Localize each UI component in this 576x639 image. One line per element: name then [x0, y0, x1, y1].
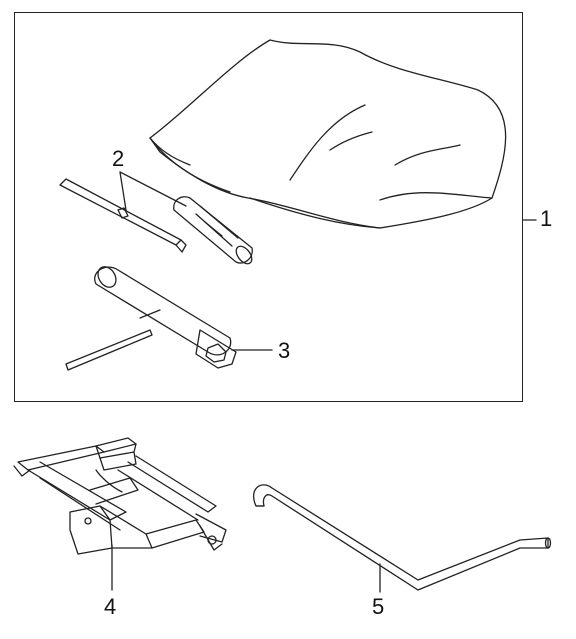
screwdriver-bit-drawing — [59, 178, 187, 253]
callout-2: 2 — [112, 146, 125, 171]
callout-5: 5 — [372, 594, 385, 619]
crank-handle-drawing — [253, 484, 552, 591]
tool-bag-drawing — [149, 39, 507, 229]
callout-1: 1 — [540, 206, 553, 231]
tool-kit-group-frame — [14, 12, 523, 402]
leader-lines-part-2 — [119, 171, 187, 211]
callout-4: 4 — [104, 594, 117, 619]
scissor-jack-drawing — [13, 437, 227, 555]
screwdriver-handle-drawing — [173, 196, 253, 265]
callout-3: 3 — [278, 338, 291, 363]
box-wrench-drawing — [65, 266, 237, 371]
